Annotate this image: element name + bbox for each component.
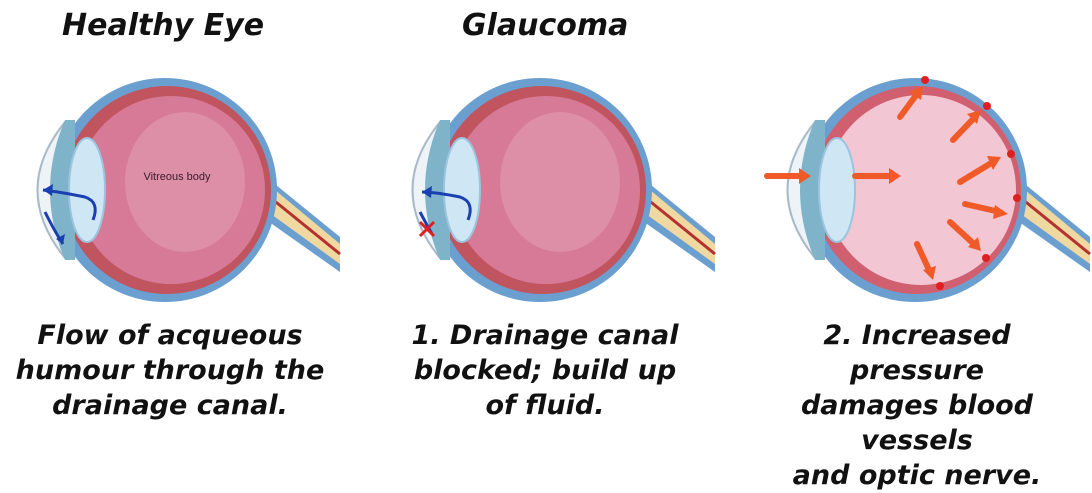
caption-line: and optic nerve. [752, 458, 1082, 493]
vitreous-highlight [500, 112, 620, 252]
healthy-eye-panel: Vitreous body [5, 62, 345, 312]
caption-line: drainage canal. [5, 388, 335, 423]
rupture-point-icon [1007, 150, 1015, 158]
healthy-eye-heading: Healthy Eye [62, 8, 264, 43]
lens [819, 138, 855, 242]
rupture-point-icon [1013, 194, 1021, 202]
rupture-point-icon [921, 76, 929, 84]
rupture-point-icon [936, 282, 944, 290]
glaucoma-heading: Glaucoma [462, 8, 628, 43]
rupture-point-icon [983, 102, 991, 110]
glaucoma-caption: 1. Drainage canal blocked; build up of f… [380, 318, 710, 423]
caption-line: humour through the [5, 353, 335, 388]
vitreous-body-label: Vitreous body [143, 171, 211, 183]
rupture-point-icon [982, 254, 990, 262]
caption-line: 2. Increased pressure [752, 318, 1082, 388]
caption-line: of fluid. [380, 388, 710, 423]
pressure-diagram [755, 62, 1092, 312]
caption-line: blocked; build up [380, 353, 710, 388]
glaucoma-diagram [380, 62, 720, 312]
pressure-caption: 2. Increased pressure damages blood vess… [752, 318, 1082, 493]
caption-line: 1. Drainage canal [380, 318, 710, 353]
caption-line: damages blood vessels [752, 388, 1082, 458]
healthy-eye-caption: Flow of acqueous humour through the drai… [5, 318, 335, 423]
caption-line: Flow of acqueous [5, 318, 335, 353]
glaucoma-panel [380, 62, 720, 312]
pressure-panel [755, 62, 1092, 312]
lens [444, 138, 480, 242]
lens [69, 138, 105, 242]
healthy-eye-diagram: Vitreous body [5, 62, 345, 312]
